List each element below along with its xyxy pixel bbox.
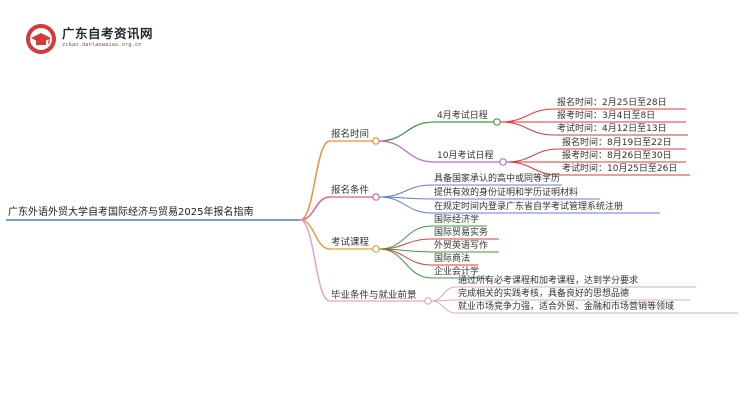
connector-curve — [430, 300, 457, 314]
course-item: 企业会计学 — [434, 267, 480, 277]
branch-registration-time: 报名时间 — [331, 129, 370, 140]
connector-curve — [430, 286, 457, 302]
connector-curve — [499, 108, 556, 123]
connector-curve — [378, 184, 433, 198]
requirement-item: 提供有效的身份证明和学历证明材料 — [434, 188, 579, 198]
requirement-item: 具备国家承认的高中或同等学历 — [434, 174, 561, 184]
node-dot — [372, 137, 380, 145]
october-exam: 考试时间：10月25日至26日 — [562, 164, 678, 174]
april-apply: 报考时间：3月4日至8日 — [557, 111, 656, 121]
graduation-cap-logo-icon — [24, 22, 58, 56]
branch-curve — [299, 140, 331, 221]
october-schedule: 10月考试日程 — [437, 151, 494, 161]
connector-curve — [378, 248, 433, 279]
node-dot — [499, 158, 507, 166]
connector-curve — [378, 225, 433, 250]
april-registration: 报名时间：2月25日至28日 — [557, 98, 667, 108]
site-url: zikao.danlaowaiao.org.cn — [62, 42, 142, 48]
branch-courses: 考试课程 — [331, 237, 370, 248]
connector-curve — [505, 161, 561, 176]
branch-curve — [299, 219, 331, 250]
connector-curve — [499, 121, 556, 136]
october-apply: 报考时间：8月26日至30日 — [562, 151, 672, 161]
branch-curve — [299, 219, 331, 302]
graduation-item: 通过所有必考课程和加考课程，达到学分要求 — [458, 276, 639, 286]
requirement-item: 在规定时间内登录广东省自学考试管理系统注册 — [434, 202, 624, 212]
connector-curve — [378, 140, 435, 163]
october-registration: 报名时间：8月19日至22日 — [562, 138, 672, 148]
branch-curve — [299, 196, 331, 221]
node-dot — [424, 297, 432, 305]
connector-curve — [378, 238, 433, 250]
course-item: 外贸英语写作 — [434, 241, 489, 251]
node-dot — [372, 245, 380, 253]
node-dot — [372, 193, 380, 201]
course-item: 国际贸易实务 — [434, 228, 489, 238]
course-item: 国际商法 — [434, 254, 471, 264]
april-schedule: 4月考试日程 — [437, 111, 488, 121]
site-title: 广东自考资讯网 — [62, 26, 154, 41]
branch-graduation-career: 毕业条件与就业前景 — [331, 290, 417, 301]
graduation-item: 就业市场竞争力强，适合外贸、金融和市场营销等领域 — [458, 302, 675, 312]
branch-requirements: 报名条件 — [331, 185, 370, 196]
node-dot — [493, 118, 501, 126]
graduation-item: 完成相关的实践考核，具备良好的思想品德 — [458, 289, 630, 299]
april-exam: 考试时间：4月12日至13日 — [557, 124, 667, 134]
connector-curve — [378, 196, 433, 214]
root-topic: 广东外语外贸大学自考国际经济与贸易2025年报名指南 — [8, 207, 254, 218]
connector-curve — [505, 148, 561, 163]
course-item: 国际经济学 — [434, 215, 480, 225]
connector-curve — [378, 121, 435, 142]
